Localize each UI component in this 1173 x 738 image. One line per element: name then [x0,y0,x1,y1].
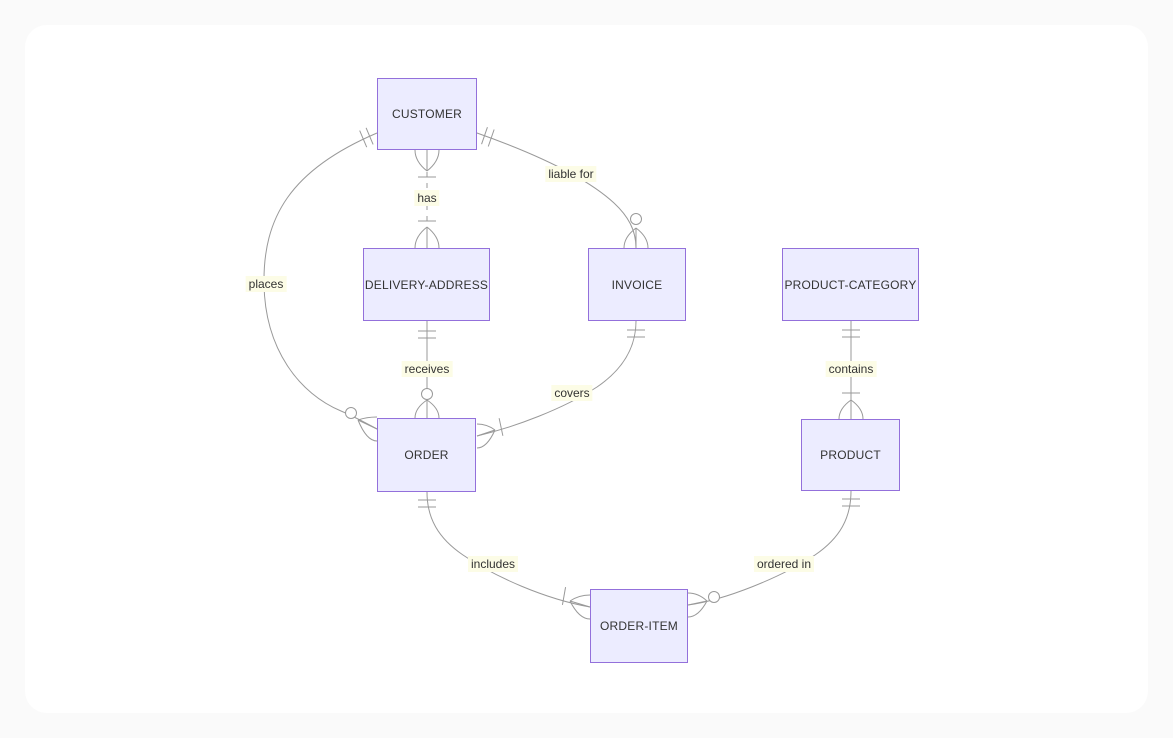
entity-order: ORDER [377,418,476,492]
cardinality-tick-places [365,127,374,145]
cardinality-crowfoot-has [414,149,440,172]
cardinality-circle-places [345,407,357,419]
cardinality-crowfoot-receives [414,399,440,419]
diagram-canvas [25,25,1148,713]
relationship-line-liable-for [476,132,637,249]
entity-customer: CUSTOMER [377,78,477,150]
entity-product-category-label: PRODUCT-CATEGORY [784,277,917,292]
entity-product: PRODUCT [801,419,900,491]
relationship-label-places: places [245,276,287,292]
entity-order-item-label: ORDER-ITEM [600,619,678,633]
cardinality-tick-liable-for [481,127,488,145]
cardinality-circle-receives [421,388,433,400]
relationship-label-contains: contains [825,361,877,377]
cardinality-crowfoot-covers [476,423,496,449]
entity-product-category: PRODUCT-CATEGORY [782,248,919,321]
cardinality-crowfoot-includes [569,594,591,620]
cardinality-circle-ordered-in [708,591,720,603]
entity-product-label: PRODUCT [820,448,881,462]
relationship-line-includes [426,491,591,608]
cardinality-circle-liable-for [630,213,642,225]
cardinality-tick-places [359,130,368,148]
relationship-label-ordered-in: ordered in [753,556,815,572]
relationship-label-liable-for: liable for [545,166,597,182]
cardinality-tick-liable-for [487,129,495,147]
entity-order-label: ORDER [404,448,449,462]
cardinality-tick-includes [561,587,567,605]
entity-invoice-label: INVOICE [611,277,663,292]
entity-customer-label: CUSTOMER [391,107,463,121]
cardinality-crowfoot-ordered-in [687,592,708,618]
entity-delivery-address-label: DELIVERY-ADDRESS [364,277,489,292]
cardinality-crowfoot-has [414,226,440,249]
relationship-line-ordered-in [687,490,852,606]
relationship-label-covers: covers [551,385,593,401]
relationship-line-covers [476,320,637,437]
entity-delivery-address: DELIVERY-ADDRESS [363,248,490,321]
entity-invoice: INVOICE [588,248,686,321]
relationship-label-receives: receives [401,361,453,377]
cardinality-crowfoot-contains [838,399,864,420]
relationship-label-includes: includes [467,556,519,572]
cardinality-tick-covers [498,418,504,436]
cardinality-crowfoot-places [357,416,378,442]
cardinality-crowfoot-liable-for [623,227,649,249]
relationship-label-has: has [414,190,440,206]
entity-order-item: ORDER-ITEM [590,589,688,663]
